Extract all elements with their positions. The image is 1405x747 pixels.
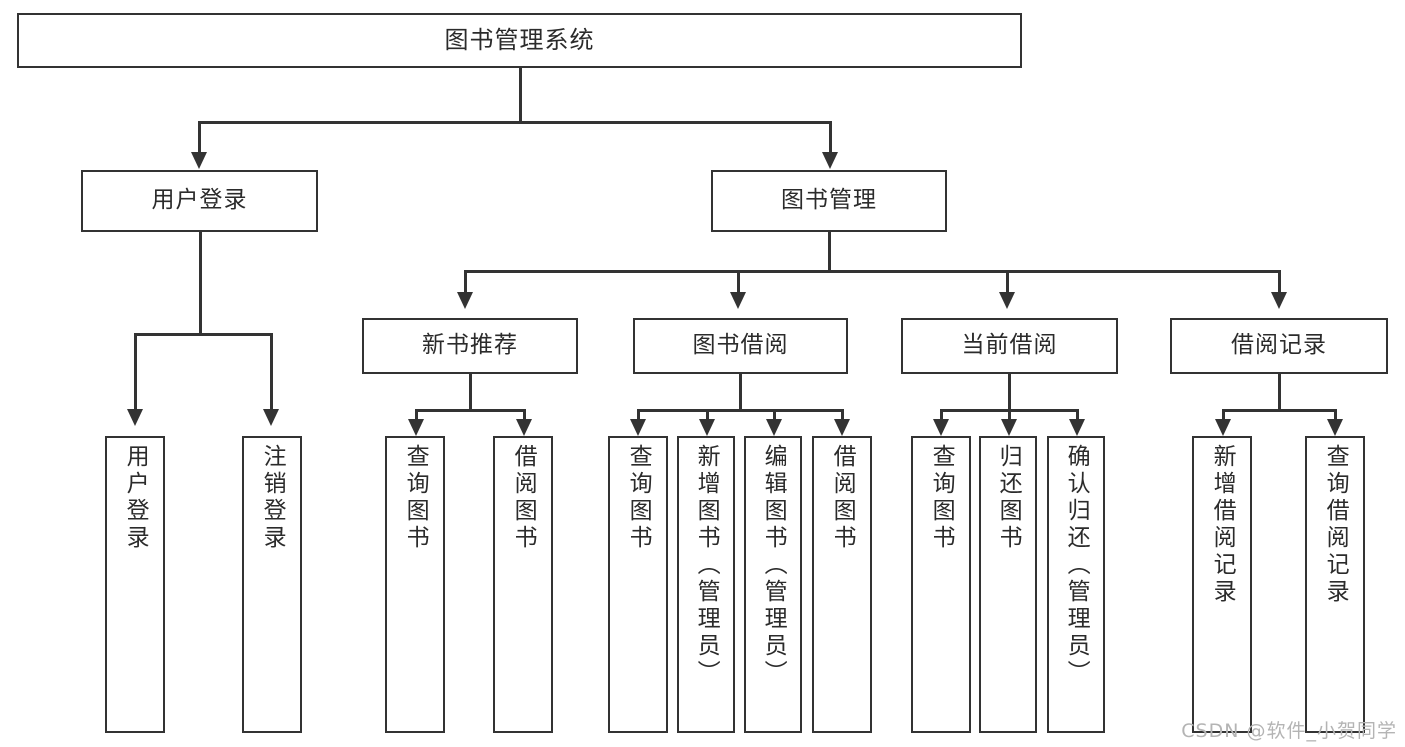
arrow-to-book-management (822, 152, 838, 169)
connector-borrow-record-bus (1222, 409, 1336, 412)
connector-root-stem (519, 68, 522, 122)
arrow-to-cb-leaf-1 (1001, 419, 1017, 436)
arrow-to-cb-leaf-0 (933, 419, 949, 436)
node-label: 新书推荐 (422, 332, 518, 359)
connector-level2-drop-book-management (829, 121, 832, 154)
connector-drop-bb-leaf-2 (773, 409, 776, 422)
leaf-label: 新增图书（管理员） (693, 444, 720, 687)
connector-drop-nbr-leaf-1 (523, 409, 526, 422)
connector-new-book-recommend-stem (469, 374, 472, 410)
connector-current-borrow-stem (1008, 374, 1011, 410)
node-label: 用户登录 (151, 187, 248, 214)
connector-drop-nbr-leaf-0 (415, 409, 418, 422)
node-borrow-record[interactable]: 借阅记录 (1170, 318, 1388, 374)
node-current-borrow[interactable]: 当前借阅 (901, 318, 1118, 374)
arrow-to-bb-leaf-1 (699, 419, 715, 436)
connector-drop-cb-leaf-2 (1076, 409, 1079, 422)
leaf-nbr-query-book[interactable]: 查询图书 (385, 436, 445, 733)
leaf-cb-confirm-return-admin[interactable]: 确认归还（管理员） (1047, 436, 1105, 733)
arrow-to-book-borrow (730, 292, 746, 309)
leaf-cb-return-book[interactable]: 归还图书 (979, 436, 1037, 733)
leaf-label: 用户登录 (122, 444, 149, 552)
node-label: 当前借阅 (961, 332, 1058, 359)
connector-drop-book-borrow (737, 270, 740, 293)
leaf-label: 新增借阅记录 (1209, 444, 1236, 606)
node-book-management[interactable]: 图书管理 (711, 170, 947, 232)
connector-level3-bus (464, 270, 1281, 273)
arrow-to-current-borrow (999, 292, 1015, 309)
connector-drop-borrow-record (1278, 270, 1281, 293)
node-label: 图书管理系统 (444, 26, 595, 55)
connector-drop-bb-leaf-3 (841, 409, 844, 422)
connector-book-borrow-bus (637, 409, 843, 412)
leaf-label: 注销登录 (259, 444, 286, 552)
connector-borrow-record-stem (1278, 374, 1281, 410)
node-new-book-recommend[interactable]: 新书推荐 (362, 318, 578, 374)
connector-level2-bus (198, 121, 831, 124)
arrow-to-cb-leaf-2 (1069, 419, 1085, 436)
arrow-to-bb-leaf-3 (834, 419, 850, 436)
leaf-label: 借阅图书 (510, 444, 537, 552)
connector-drop-br-leaf-1 (1334, 409, 1337, 422)
leaf-nbr-borrow-book[interactable]: 借阅图书 (493, 436, 553, 733)
leaf-label: 编辑图书（管理员） (760, 444, 787, 687)
connector-user-login-stem (199, 232, 202, 334)
arrow-to-bb-leaf-2 (766, 419, 782, 436)
connector-drop-bb-leaf-0 (637, 409, 640, 422)
leaf-bb-query-book[interactable]: 查询图书 (608, 436, 668, 733)
connector-drop-cb-leaf-1 (1008, 409, 1011, 422)
leaf-label: 确认归还（管理员） (1063, 444, 1090, 687)
arrow-to-br-leaf-1 (1327, 419, 1343, 436)
leaf-bb-edit-book-admin[interactable]: 编辑图书（管理员） (744, 436, 802, 733)
connector-drop-leaf-user-login (134, 333, 137, 410)
arrow-to-new-book-recommend (457, 292, 473, 309)
connector-drop-cb-leaf-0 (940, 409, 943, 422)
arrow-to-borrow-record (1271, 292, 1287, 309)
connector-new-book-recommend-bus (415, 409, 525, 412)
connector-level2-drop-user-login (198, 121, 201, 154)
leaf-br-query-record[interactable]: 查询借阅记录 (1305, 436, 1365, 733)
node-label: 图书借阅 (692, 332, 789, 359)
connector-drop-current-borrow (1006, 270, 1009, 293)
connector-drop-new-book-recommend (464, 270, 467, 293)
leaf-bb-borrow-book[interactable]: 借阅图书 (812, 436, 872, 733)
leaf-label: 查询图书 (928, 444, 955, 552)
leaf-label: 查询图书 (402, 444, 429, 552)
leaf-label: 查询借阅记录 (1322, 444, 1349, 606)
leaf-cb-query-book[interactable]: 查询图书 (911, 436, 971, 733)
leaf-br-add-record[interactable]: 新增借阅记录 (1192, 436, 1252, 733)
arrow-to-br-leaf-0 (1215, 419, 1231, 436)
connector-drop-leaf-logout (270, 333, 273, 410)
connector-book-borrow-stem (739, 374, 742, 410)
arrow-to-leaf-user-login (127, 409, 143, 426)
connector-user-login-bus (134, 333, 272, 336)
arrow-to-user-login (191, 152, 207, 169)
leaf-label: 查询图书 (625, 444, 652, 552)
leaf-user-login[interactable]: 用户登录 (105, 436, 165, 733)
leaf-logout[interactable]: 注销登录 (242, 436, 302, 733)
leaf-label: 借阅图书 (829, 444, 856, 552)
node-label: 图书管理 (781, 187, 877, 214)
leaf-bb-add-book-admin[interactable]: 新增图书（管理员） (677, 436, 735, 733)
arrow-to-nbr-leaf-0 (408, 419, 424, 436)
connector-drop-bb-leaf-1 (706, 409, 709, 422)
node-label: 借阅记录 (1231, 332, 1327, 359)
connector-book-management-stem (828, 232, 831, 271)
arrow-to-nbr-leaf-1 (516, 419, 532, 436)
node-user-login[interactable]: 用户登录 (81, 170, 318, 232)
arrow-to-bb-leaf-0 (630, 419, 646, 436)
node-book-borrow[interactable]: 图书借阅 (633, 318, 848, 374)
leaf-label: 归还图书 (995, 444, 1022, 552)
connector-drop-br-leaf-0 (1222, 409, 1225, 422)
node-root-book-management-system[interactable]: 图书管理系统 (17, 13, 1022, 68)
arrow-to-leaf-logout (263, 409, 279, 426)
